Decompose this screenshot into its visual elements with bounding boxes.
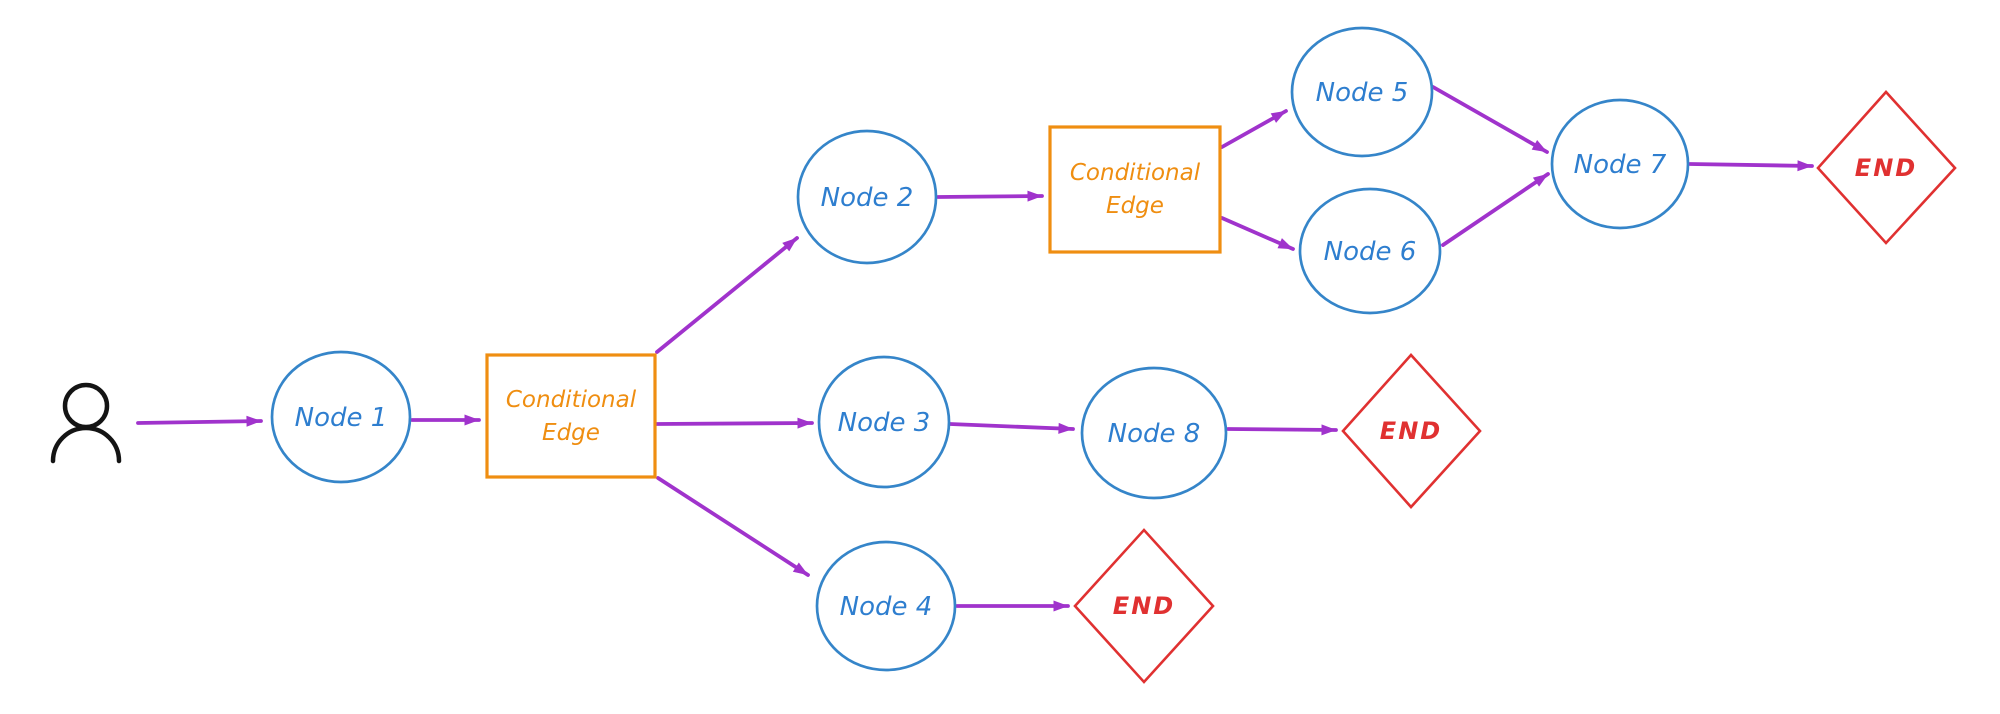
conditional-edge-1[interactable]: Conditional Edge	[485, 353, 657, 479]
node-7-circle	[1550, 98, 1690, 230]
node-6-label: Node 6	[1324, 237, 1417, 267]
node-3-label: Node 3	[838, 408, 931, 438]
edge-node3-to-node8[interactable]	[948, 422, 1075, 434]
end-2-label: END	[1380, 417, 1442, 445]
edge-node8-to-end2[interactable]	[1226, 424, 1338, 436]
edges	[136, 85, 1814, 612]
node-1[interactable]: Node 1	[270, 350, 412, 484]
edge-node5-to-node7[interactable]	[1431, 85, 1549, 154]
edge-node6-to-node7[interactable]	[1441, 172, 1550, 247]
conditional-edge-1-line1: Conditional	[506, 387, 637, 413]
node-7[interactable]: Node 7	[1550, 98, 1690, 230]
node-4-circle	[815, 540, 957, 672]
node-3-circle	[817, 355, 951, 489]
end-2[interactable]: END	[1341, 353, 1482, 509]
node-3[interactable]: Node 3	[817, 355, 951, 489]
node-2[interactable]: Node 2	[796, 129, 938, 265]
edge-conditional2-to-node5[interactable]	[1220, 109, 1288, 149]
conditional-edge-1-line2: Edge	[542, 420, 600, 446]
conditional-edge-2-box	[1048, 125, 1222, 254]
conditional-edge-2-line1: Conditional	[1070, 160, 1201, 186]
edge-conditional1-to-node4[interactable]	[656, 476, 810, 577]
node-5-circle	[1290, 26, 1434, 158]
end-1[interactable]: END	[1816, 90, 1957, 245]
node-4-label: Node 4	[840, 592, 933, 622]
end-3-label: END	[1113, 592, 1175, 620]
edge-conditional1-to-node2[interactable]	[655, 236, 799, 354]
conditional-edge-2-line2: Edge	[1106, 193, 1164, 219]
end-1-label: END	[1855, 154, 1917, 182]
edge-user-to-node1[interactable]	[136, 415, 263, 427]
node-8-label: Node 8	[1108, 419, 1201, 449]
end-3[interactable]: END	[1073, 528, 1215, 684]
end-3-diamond	[1073, 528, 1215, 684]
node-8-circle	[1080, 366, 1228, 500]
node-4[interactable]: Node 4	[815, 540, 957, 672]
node-2-circle	[796, 129, 938, 265]
edge-conditional2-to-node6[interactable]	[1220, 216, 1295, 251]
user-shoulders	[50, 425, 122, 464]
node-1-circle	[270, 350, 412, 484]
edge-conditional1-to-node3[interactable]	[655, 417, 814, 429]
node-2-label: Node 2	[821, 183, 914, 213]
node-8[interactable]: Node 8	[1080, 366, 1228, 500]
edge-node7-to-end1[interactable]	[1688, 160, 1814, 172]
node-6-circle	[1298, 187, 1442, 315]
node-7-label: Node 7	[1574, 150, 1667, 180]
node-5-label: Node 5	[1316, 78, 1409, 108]
end-1-diamond	[1816, 90, 1957, 245]
conditional-edge-2[interactable]: Conditional Edge	[1048, 125, 1222, 254]
end-2-diamond	[1341, 353, 1482, 509]
node-6[interactable]: Node 6	[1298, 187, 1442, 315]
node-5[interactable]: Node 5	[1290, 26, 1434, 158]
node-1-label: Node 1	[295, 403, 388, 433]
edge-node2-to-conditional2[interactable]	[936, 190, 1044, 202]
user-icon[interactable]	[50, 382, 122, 464]
user-head	[62, 382, 110, 430]
conditional-edge-1-box	[485, 353, 657, 479]
